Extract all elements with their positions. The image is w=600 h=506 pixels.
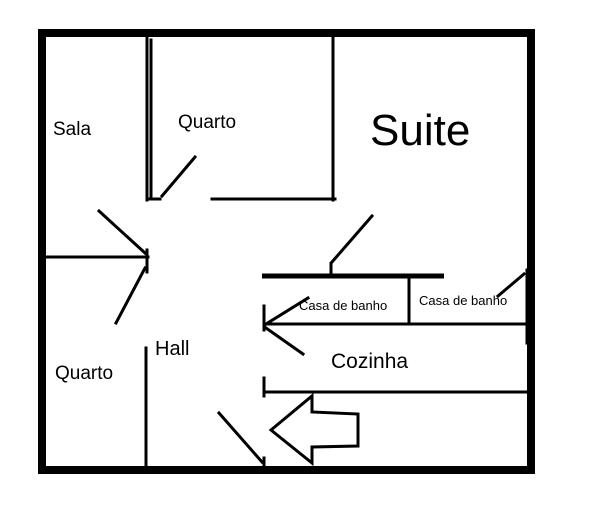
door-casa-banho-1 bbox=[263, 295, 311, 327]
room-label-hall: Hall bbox=[155, 338, 189, 360]
room-label-casa-de-banho-2: Casa de banho bbox=[419, 293, 507, 308]
door-cozinha bbox=[263, 325, 306, 357]
room-label-casa-de-banho-1: Casa de banho bbox=[299, 298, 387, 313]
arrow-left-icon bbox=[268, 392, 360, 467]
door-sala-upper bbox=[96, 208, 148, 256]
room-label-suite: Suite bbox=[370, 106, 470, 155]
interior-walls bbox=[42, 36, 531, 470]
door-casa-banho-2 bbox=[495, 271, 527, 299]
outer-wall bbox=[38, 29, 535, 474]
room-label-cozinha: Cozinha bbox=[331, 350, 408, 373]
room-label-quarto-top: Quarto bbox=[178, 112, 236, 133]
door-entrance bbox=[216, 410, 265, 465]
door-suite bbox=[329, 213, 375, 265]
room-label-quarto-bottom: Quarto bbox=[55, 363, 113, 384]
door-quarto-top bbox=[159, 154, 198, 199]
room-label-sala: Sala bbox=[53, 119, 91, 140]
door-sala-lower bbox=[113, 265, 148, 326]
